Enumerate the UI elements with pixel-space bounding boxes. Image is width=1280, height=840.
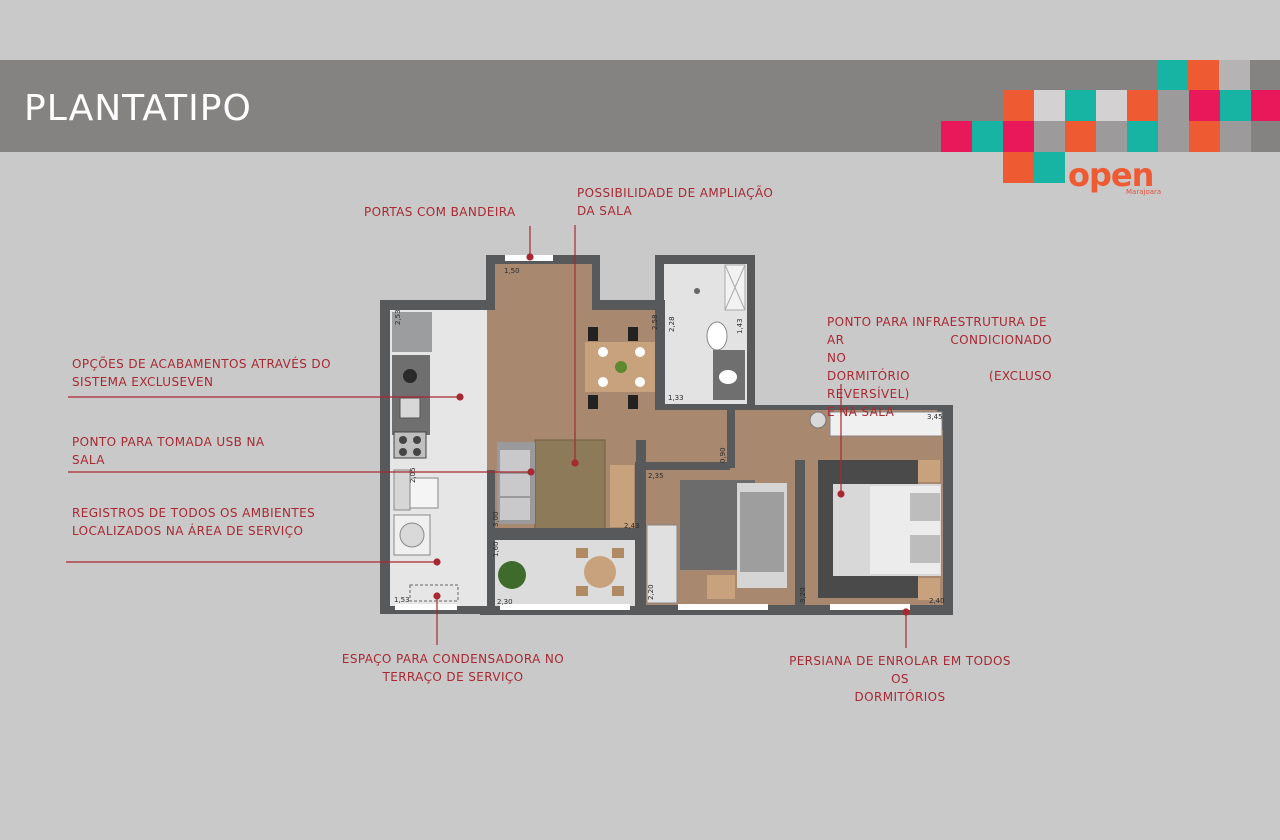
mosaic-tile [1189,121,1220,152]
dimension-label: 2,35 [648,472,664,480]
mosaic-tile [1189,90,1220,121]
mosaic-tile [1096,121,1127,152]
callout-line: DORMITÓRIO (EXCLUSO REVERSÍVEL) [827,369,1052,401]
callout-persiana: PERSIANA DE ENROLAR EM TODOS OS DORMITÓR… [780,652,1020,706]
callout-leaders [66,225,910,648]
dimension-label: 2,20 [647,584,655,600]
mosaic-tile [1096,90,1127,121]
mosaic-tile [1034,90,1065,121]
callout-line: PORTAS COM BANDEIRA [364,205,516,219]
mosaic-tile [1003,90,1034,121]
callout-line: PONTO PARA TOMADA USB NA [72,435,265,449]
mosaic-tile [1127,90,1158,121]
mosaic-tile [1251,90,1280,121]
callout-line: AR CONDICIONADO NO [827,333,1052,365]
mosaic-tile [1034,152,1065,183]
callout-line: LOCALIZADOS NA ÁREA DE SERVIÇO [72,524,304,538]
mosaic-tile [1219,60,1250,91]
callout-line: POSSIBILIDADE DE AMPLIAÇÃO [577,186,774,200]
callout-line: ESPAÇO PARA CONDENSADORA NO [341,652,565,666]
callout-line: DA SALA [577,204,633,218]
callout-portas: PORTAS COM BANDEIRA [364,203,516,221]
dining-table [585,327,657,409]
callout-acabamentos: OPÇÕES DE ACABAMENTOS ATRAVÉS DO SISTEMA… [72,355,331,391]
dimension-label: 2,43 [624,522,640,530]
callout-line: TERRAÇO DE SERVIÇO [382,670,524,684]
callout-ampliacao: POSSIBILIDADE DE AMPLIAÇÃO DA SALA [577,184,773,220]
callout-registros: REGISTROS DE TODOS OS AMBIENTES LOCALIZA… [72,504,315,540]
brand-logo: open [1068,156,1154,194]
dimension-label: 1,50 [504,267,520,275]
dimension-label: 0,90 [719,447,727,463]
dimension-label: 2,05 [409,467,417,483]
interior-walls [487,300,805,610]
mosaic-tile [1003,152,1034,183]
bedroom-master [805,411,943,605]
dimension-label: 1,33 [668,394,684,402]
balcony [495,540,635,606]
dimension-label: 1,43 [736,318,744,334]
dimension-label: 2,40 [929,597,945,605]
dimension-label: 3,45 [927,413,943,421]
mosaic-tile [1003,121,1034,152]
dimension-label: 3,20 [799,587,807,603]
mosaic-tile [1065,90,1096,121]
mosaic-tile [1127,121,1158,152]
bedroom-small [645,470,797,605]
dimension-label: 2,58 [651,314,659,330]
mosaic-tile [1034,121,1065,152]
mosaic-tile [972,121,1003,152]
callout-line: OPÇÕES DE ACABAMENTOS ATRAVÉS DO [72,357,331,371]
callout-line: SISTEMA EXCLUSEVEN [72,375,214,389]
dimension-label: 3,00 [492,511,500,527]
dimension-label: 1,60 [492,541,500,557]
sofa-area [497,439,634,531]
page-title: PLANTATIPO [24,88,252,129]
callout-line: DORMITÓRIOS [854,690,946,704]
dimension-label: 2,53 [394,309,402,325]
callout-ar-condicionado: PONTO PARA INFRAESTRUTURA DE AR CONDICIO… [827,313,1052,421]
mosaic-tile [1220,121,1251,152]
mosaic-tile [1220,90,1251,121]
callout-line: PERSIANA DE ENROLAR EM TODOS OS [789,654,1011,686]
dimension-label: 2,28 [668,316,676,332]
mosaic-tile [1065,121,1096,152]
kitchen-floor [390,310,487,606]
mosaic-tile [941,121,972,152]
callout-line: SALA [72,453,105,467]
callout-line: E NA SALA [827,405,895,419]
callout-line: PONTO PARA INFRAESTRUTURA DE [827,315,1047,329]
mosaic-tile [1158,90,1189,121]
callout-line: REGISTROS DE TODOS OS AMBIENTES [72,506,316,520]
callout-condensadora: ESPAÇO PARA CONDENSADORA NO TERRAÇO DE S… [338,650,568,686]
bathroom [664,264,747,404]
callout-usb: PONTO PARA TOMADA USB NA SALA [72,433,264,469]
dimension-label: 2,30 [497,598,513,606]
mosaic-tile [1157,60,1188,91]
mosaic-tile [1158,121,1189,152]
dimension-label: 1,53 [394,596,410,604]
mosaic-tile [1188,60,1219,91]
brand-logo-sub: Marajoara [1126,188,1162,196]
dimension-labels: 1,50 2,53 2,58 2,28 1,43 1,33 3,45 0,90 … [394,267,945,606]
